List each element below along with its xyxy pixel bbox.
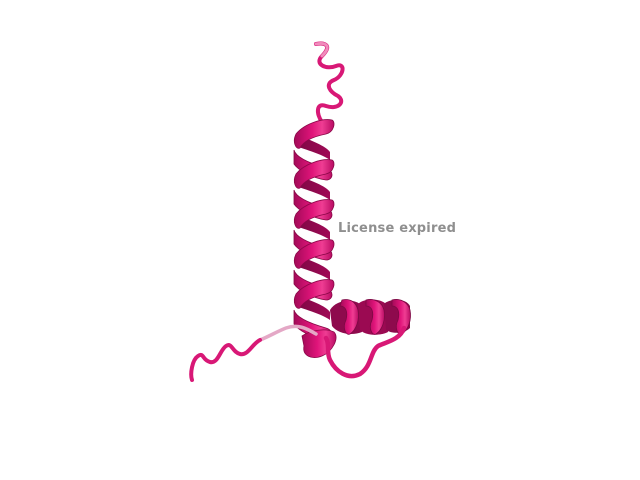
license-watermark: License expired [338, 221, 457, 236]
bottom-loop [323, 325, 407, 379]
horizontal-helix [330, 299, 411, 335]
tail-coil [189, 324, 318, 382]
top-coil-loop [314, 41, 345, 124]
vertical-helix-front [293, 119, 337, 358]
